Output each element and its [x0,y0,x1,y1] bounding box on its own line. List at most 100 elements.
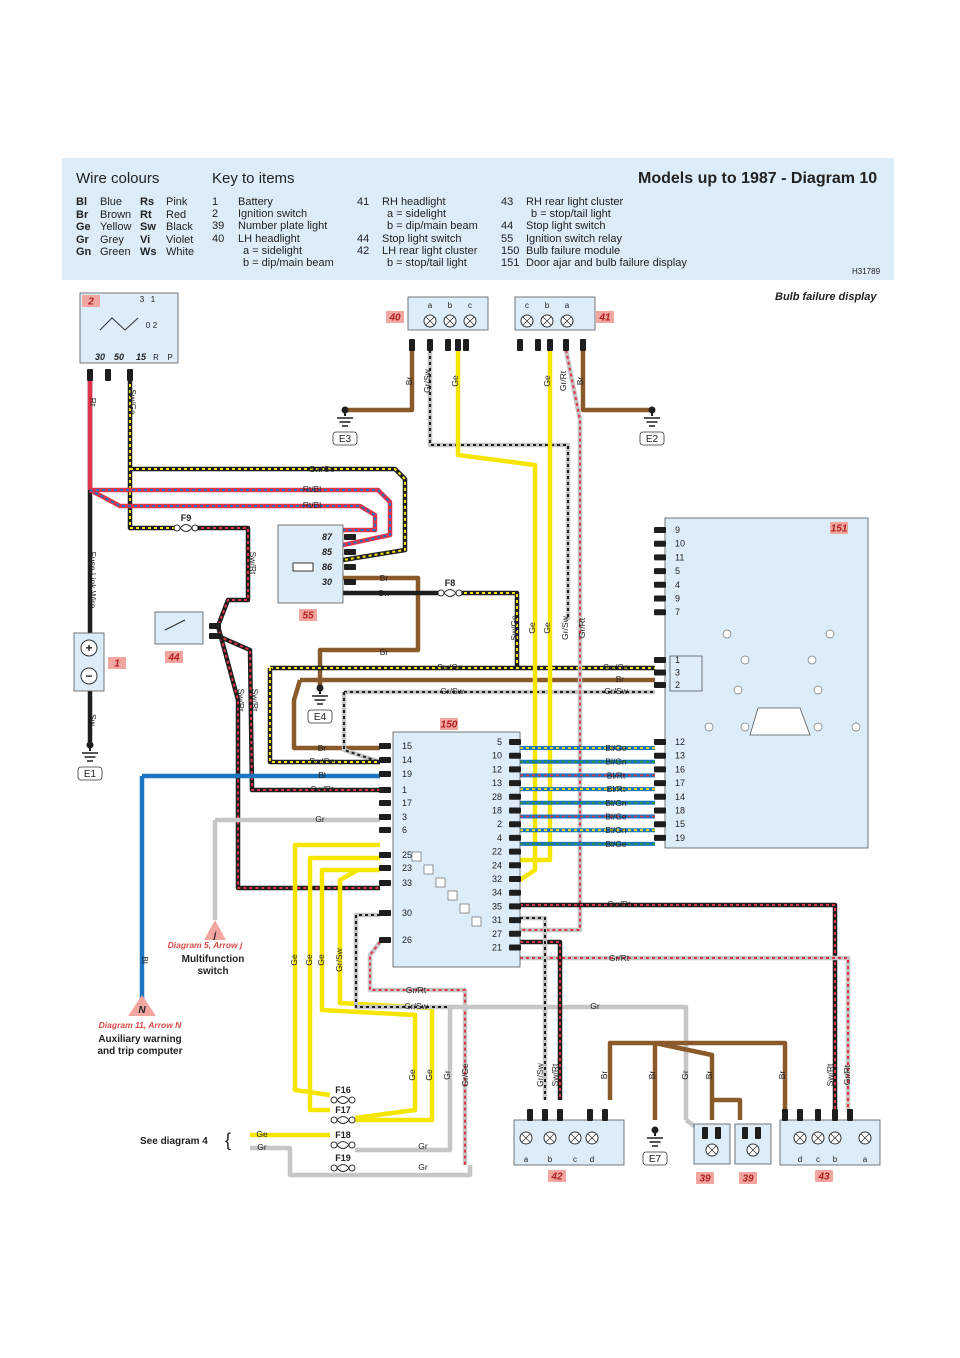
wire-code: Vi [140,233,151,246]
relay-terminal: 86 [322,562,333,572]
headlight-pin [535,339,541,351]
module-number-tag [440,718,458,730]
relay-number: 55 [302,611,314,622]
relay-pin [344,579,356,585]
module-pin [509,862,521,869]
key-number: 150 [501,244,520,257]
wire-label: Br [380,647,389,657]
module-comparator [411,851,422,862]
wire-label: Sw/Rt [250,689,260,712]
wire-ge-2 [319,867,418,1121]
wire-label: Sw/Rt [248,552,258,575]
module-pin-label: 18 [492,806,502,816]
display-pin [654,807,666,814]
wire-br-43 [655,1040,788,1110]
fuse-f9 [179,527,193,532]
display-pin [654,739,666,745]
headlight-pin [445,339,451,351]
rear-pin [587,1109,593,1121]
wire-colour-name: Grey [100,233,124,246]
lamp [813,1133,823,1143]
ground-e2 [648,406,656,414]
key-text: Bulb failure module [526,244,621,257]
ign-switch-contact [99,317,139,331]
wire-gr-sw-module [354,913,450,1009]
module-pin-label: 34 [492,888,502,898]
module-pin [379,743,391,749]
ground-e4-label-box [307,709,333,724]
display-number: 151 [831,524,848,535]
wire-label: Ge [256,1129,268,1139]
ground-e1 [86,741,94,749]
wire-colour-name: Yellow [100,221,132,233]
key-number: 42 [357,244,370,257]
lamp-letter: c [525,301,529,310]
lamp [748,1145,758,1155]
wire-sw-ge-relay [130,467,407,561]
lh-rear-light-cluster [513,1119,625,1166]
arrow-j-letter: j [213,930,217,940]
wire-label: Gr/Sw [440,686,464,696]
wire-br-e2 [580,350,650,413]
lamp [570,1133,580,1143]
fuse-f9-label: F9 [181,513,192,523]
multifunction-label: Multifunction [182,954,245,965]
fuse-f17 [336,1119,350,1124]
wire-colour-name: White [166,246,195,258]
wire-code: Sw [140,221,156,233]
wire-label: Bl/Gn [605,757,627,767]
ign-terminal: 50 [114,352,124,362]
lamp [521,1133,531,1143]
module-pin [379,937,391,943]
key-text: RH rear light cluster [526,196,624,208]
headlight-pin [455,339,461,351]
display-pin [654,669,666,676]
fuse-f18 [336,1144,350,1149]
ign-pin [127,369,133,381]
module-pin [509,917,521,924]
module-pin-label: 31 [492,915,502,925]
module-pin [509,739,521,745]
wire-label: Br [404,377,414,386]
module-pin-label: 13 [492,778,502,788]
module-pin [509,766,521,773]
lamp [545,1133,555,1143]
ground-e3 [341,406,349,414]
wire-gr-sw-module [341,692,381,765]
wire-sw-rt-43 [520,903,837,1110]
wire-label: Sw/Ge [128,389,138,415]
fuse-f17 [330,1116,338,1124]
rear-pin [832,1109,838,1121]
wire-label: Bl/Gn [605,825,627,835]
rear-pin [527,1109,533,1121]
module-comparator [459,903,470,914]
diagram11-ref: Diagram 11, Arrow N [99,1020,183,1030]
display-pin-label: 15 [675,819,685,829]
module-pin-label: 28 [492,792,502,802]
rear-pin [797,1109,803,1121]
wire-label: Bl/Ge [605,812,627,822]
key-number: 151 [501,257,520,269]
stop-switch-pin [209,623,221,629]
display-pin-label: 5 [675,566,680,576]
lamp-letter: a [565,301,570,310]
relay-number-tag [299,609,317,621]
wire-label: Gr/Sw [604,686,628,696]
wire-label: Gr [680,1070,690,1080]
wire-label: Ge [424,1069,434,1081]
module-pin-label: 32 [492,874,502,884]
module-number: 150 [441,720,458,731]
aux-warning-label: Auxiliary warning [98,1034,181,1045]
lamp-letter: c [468,301,472,310]
wire-label: Bl/Rt [607,770,626,780]
key-text: Door ajar and bulb failure display [526,257,687,269]
module-pin [379,814,391,820]
module-pin [509,807,521,814]
wire-colour-name: Brown [100,208,132,221]
module-pin [509,876,521,882]
bulb-failure-display-label: Bulb failure display [775,291,877,303]
module-pin-label: 2 [497,819,502,829]
wire-colour-name: Red [166,208,187,221]
battery-minus-sign: − [85,669,92,683]
module-pin [379,800,391,806]
